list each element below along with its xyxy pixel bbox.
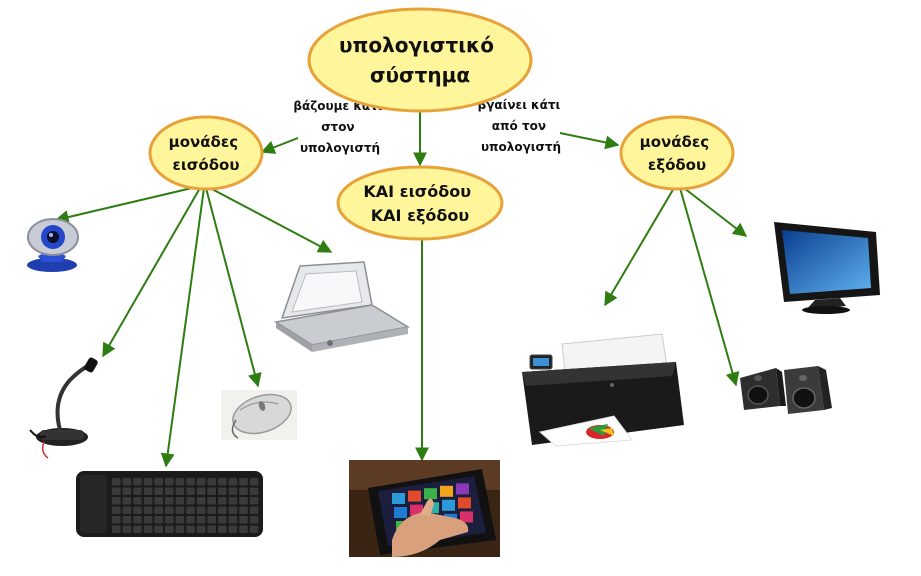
svg-text:μονάδες εξόδου: μονάδες εξόδου bbox=[640, 133, 715, 174]
node-system-line2: σύστημα bbox=[370, 63, 470, 87]
microphone-icon bbox=[29, 357, 98, 459]
node-output-line2: εξόδου bbox=[648, 156, 706, 174]
mouse-icon bbox=[221, 390, 297, 440]
monitor-icon bbox=[774, 222, 880, 314]
svg-text:υπολογιστικό σύστημα: υπολογιστικό σύστημα bbox=[339, 33, 501, 87]
printer-icon bbox=[522, 333, 684, 447]
node-output: μονάδες εξόδου bbox=[619, 115, 735, 191]
edge-label-output: βγαίνει κάτι από τον υπολογιστή bbox=[478, 98, 565, 154]
node-input-line2: εισόδου bbox=[173, 156, 240, 174]
webcam-icon bbox=[27, 218, 79, 272]
keyboard-icon bbox=[76, 471, 263, 537]
arrow-input-to-microphone bbox=[102, 187, 201, 358]
node-system-line1: υπολογιστικό bbox=[339, 33, 494, 57]
arrow-system-to-output bbox=[559, 132, 620, 150]
svg-text:μονάδες εισόδου: μονάδες εισόδου bbox=[169, 133, 244, 174]
node-output-line1: μονάδες bbox=[640, 133, 709, 151]
node-both-line1: ΚΑΙ εισόδου bbox=[363, 182, 471, 201]
arrow-input-to-keyboard bbox=[160, 187, 205, 468]
arrow-output-to-printer bbox=[604, 187, 675, 307]
node-input: μονάδες εισόδου bbox=[148, 115, 264, 191]
arrow-system-to-input bbox=[260, 137, 299, 154]
node-system: υπολογιστικό σύστημα bbox=[307, 7, 533, 113]
arrows bbox=[54, 110, 748, 468]
svg-text:ΚΑΙ εισόδου ΚΑΙ εξόδου: ΚΑΙ εισόδου ΚΑΙ εξόδου bbox=[363, 182, 476, 225]
node-both-line2: ΚΑΙ εξόδου bbox=[371, 206, 470, 225]
arrow-input-to-mouse bbox=[205, 187, 262, 388]
scanner-icon bbox=[273, 261, 411, 352]
arrow-input-to-webcam bbox=[54, 187, 193, 224]
speakers-icon bbox=[740, 366, 832, 414]
arrow-output-to-monitor bbox=[683, 187, 748, 237]
node-both: ΚΑΙ εισόδου ΚΑΙ εξόδου bbox=[336, 165, 504, 241]
tablet-icon bbox=[349, 460, 500, 557]
node-input-line1: μονάδες bbox=[169, 133, 238, 151]
arrow-output-to-speakers bbox=[679, 187, 740, 387]
arrow-input-to-scanner bbox=[209, 187, 333, 253]
